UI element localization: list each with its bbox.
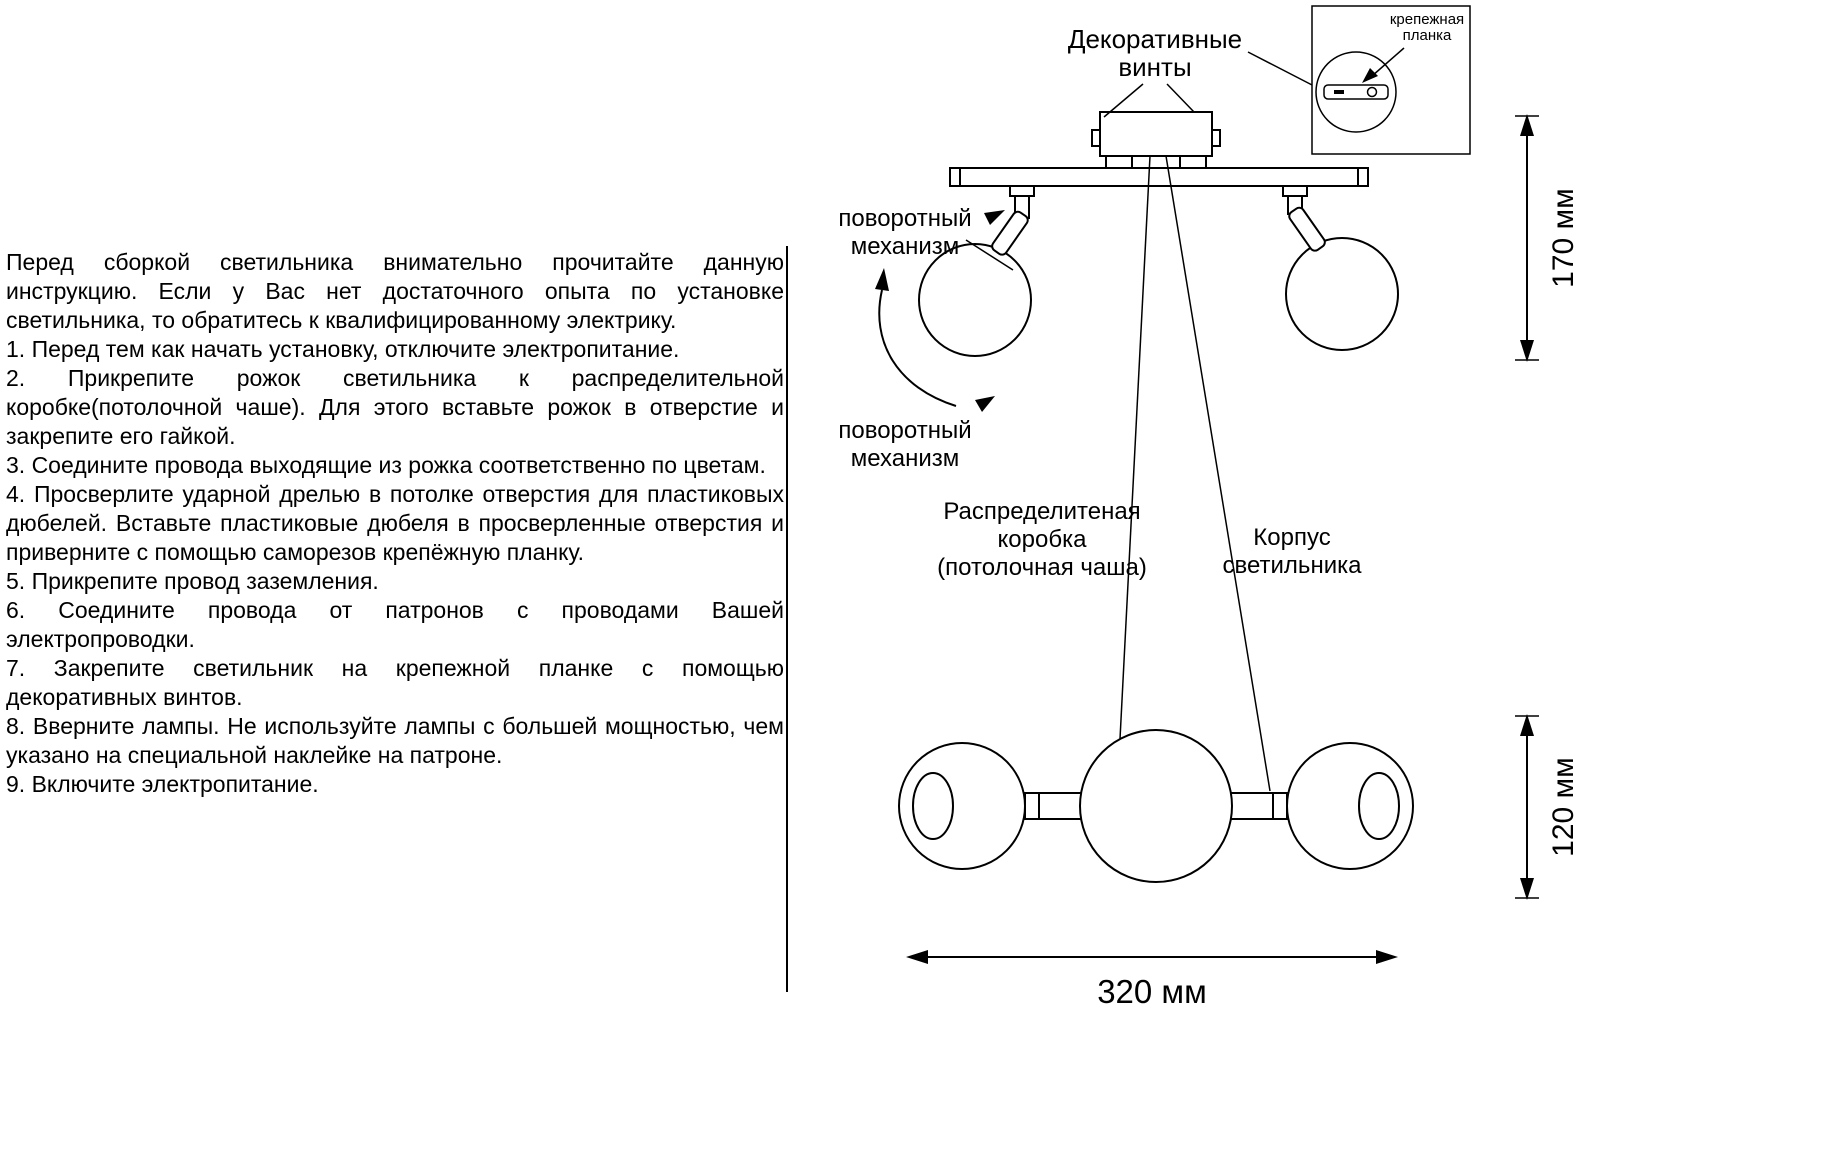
dimension-320: 320 мм [906,950,1398,1010]
ceiling-bracket [949,167,1369,187]
dim-120-arrow-bottom [1520,878,1534,900]
instruction-step-5: 5. Прикрепите провод заземления. [6,568,379,594]
label-distribution-box-line3: (потолочная чаша) [937,554,1147,581]
mid-labels: Распределитеная коробка (потолочная чаша… [937,498,1362,581]
rotary-pointer-line [965,239,1014,271]
rotation-arrow-up [875,268,889,291]
canopy-flange-left [1091,129,1101,147]
label-fixture-body-line1: Корпус [1253,524,1330,551]
instruction-step-3: 3. Соедините провода выходящие из рожка … [6,452,766,478]
dim-320-arrow-right [1376,950,1398,964]
dim-320-label: 320 мм [1097,973,1207,1010]
lamp-shade-left-top-view [918,243,1032,357]
label-distribution-box-line1: Распределитеная [943,498,1140,525]
swivel-elbow-right [1288,206,1326,252]
rotation-arc [878,289,957,407]
dim-120-arrow-top [1520,714,1534,736]
top-view: поворотный механизм поворотный механизм … [838,24,1399,472]
instruction-step-9: 9. Включите электропитание. [6,771,319,797]
plate-slot [1334,90,1344,94]
plate-arrowhead [1362,68,1378,83]
rotary-pointer-arrow [984,210,1005,225]
instruction-intro: Перед сборкой светильника внимательно пр… [6,249,784,333]
callout-line-distribution-box [1119,155,1151,740]
label-rotary-top-line1: поворотный [838,205,971,232]
rotation-arrow-down [975,396,995,412]
label-mounting-plate-line1: крепежная [1390,11,1464,28]
plate-screw [1366,86,1378,98]
label-rotary-bottom-line1: поворотный [838,417,971,444]
dim-170-label: 170 мм [1547,188,1580,288]
vertical-divider [786,246,788,992]
dim-120-label: 120 мм [1547,757,1580,857]
instruction-step-8: 8. Вверните лампы. Не используйте лампы … [6,713,784,768]
instruction-step-6: 6. Соедините провода от патронов с прово… [6,597,784,652]
label-distribution-box-line2: коробка [998,526,1088,553]
screws-pointer-left [1103,83,1144,118]
dim-170-arrow-top [1520,114,1534,136]
label-rotary-top-line2: механизм [851,233,960,260]
label-decorative-screws-line2: винты [1118,52,1191,82]
shade-opening-left [912,772,954,840]
plate-arrow-line [1371,47,1405,77]
shade-opening-right [1358,772,1400,840]
detail-inset: крепежная планка [1311,5,1471,155]
label-mounting-plate-line2: планка [1403,27,1452,44]
dimension-170: 170 мм [1515,114,1580,362]
label-fixture-body-line2: светильника [1223,552,1363,579]
instruction-step-2: 2. Прикрепите рожок светильника к распре… [6,365,784,449]
lamp-shade-right-top-view [1285,237,1399,351]
hanger-nut-left [1009,185,1035,197]
mounting-tab-left [1105,155,1133,169]
label-rotary-bottom-line2: механизм [851,445,960,472]
hanger-nut-right [1282,185,1308,197]
screws-pointer-to-inset [1247,51,1315,87]
instruction-text: Перед сборкой светильника внимательно пр… [6,248,784,799]
dim-170-arrow-bottom [1520,340,1534,362]
bottom-view [898,729,1414,883]
canopy-box [1099,111,1213,157]
instruction-step-1: 1. Перед тем как начать установку, отклю… [6,336,680,362]
canopy-circle-bottom-view [1079,729,1233,883]
callout-line-fixture-body [1165,155,1271,792]
mounting-tab-right [1179,155,1207,169]
screws-pointer-right [1166,83,1195,113]
instruction-step-4: 4. Просверлите ударной дрелью в потолке … [6,481,784,565]
mounting-plate [1323,84,1389,100]
dimension-120: 120 мм [1515,714,1580,900]
callout-lines [1119,155,1271,792]
label-decorative-screws-line1: Декоративные [1068,24,1242,54]
instruction-step-7: 7. Закрепите светильник на крепежной пла… [6,655,784,710]
canopy-flange-right [1211,129,1221,147]
swivel-elbow-left [991,210,1029,256]
dim-320-arrow-left [906,950,928,964]
